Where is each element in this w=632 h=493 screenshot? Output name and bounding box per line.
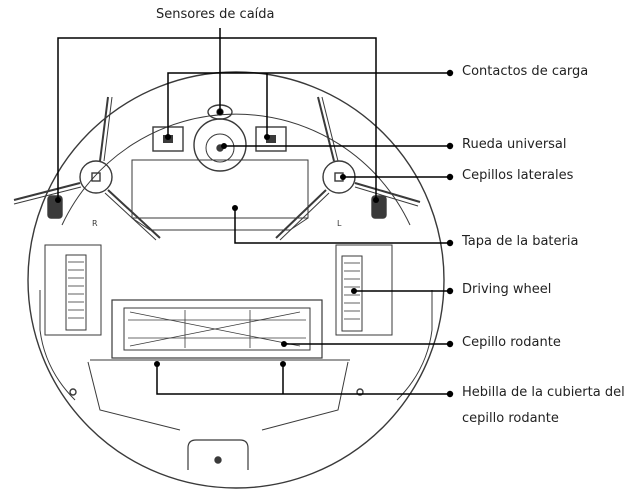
universal-wheel bbox=[193, 118, 247, 172]
driving-wheel-right bbox=[341, 255, 363, 332]
charging-contact-right bbox=[255, 126, 287, 152]
label-roller-brush: Cepillo rodante bbox=[462, 335, 561, 350]
label-cliff-sensors: Sensores de caída bbox=[156, 7, 275, 22]
label-universal-wheel: Rueda universal bbox=[462, 137, 567, 152]
battery-cover bbox=[131, 159, 309, 219]
side-brush-r-mark: R bbox=[92, 219, 98, 228]
marker-dot-roller-brush bbox=[446, 340, 454, 348]
label-roller-buckle-line2: cepillo rodante bbox=[462, 411, 559, 426]
marker-dot-side-brushes bbox=[446, 173, 454, 181]
driving-wheel-right-well bbox=[335, 244, 393, 336]
label-side-brushes: Cepillos laterales bbox=[462, 168, 574, 183]
side-brush-l-mark: L bbox=[337, 219, 342, 228]
marker-dot-charging-contacts bbox=[446, 69, 454, 77]
label-battery-cover: Tapa de la bateria bbox=[462, 234, 579, 249]
roller-brush-housing bbox=[111, 299, 323, 359]
marker-dot-driving-wheel bbox=[446, 287, 454, 295]
driving-wheel-left bbox=[65, 254, 87, 331]
robot-body-outer bbox=[27, 71, 445, 489]
robot-body-inner bbox=[61, 113, 411, 226]
marker-dot-roller-buckle bbox=[446, 390, 454, 398]
label-roller-buckle-line1: Hebilla de la cubierta del bbox=[462, 385, 625, 400]
label-driving-wheel: Driving wheel bbox=[462, 282, 552, 297]
marker-dot-battery-cover bbox=[446, 239, 454, 247]
marker-dot-universal-wheel bbox=[446, 142, 454, 150]
driving-wheel-left-well bbox=[44, 244, 102, 336]
front-bumper-notch bbox=[187, 439, 249, 470]
side-brush-r-hub bbox=[79, 160, 113, 194]
label-charging-contacts: Contactos de carga bbox=[462, 64, 589, 79]
roller-brush bbox=[123, 307, 311, 351]
